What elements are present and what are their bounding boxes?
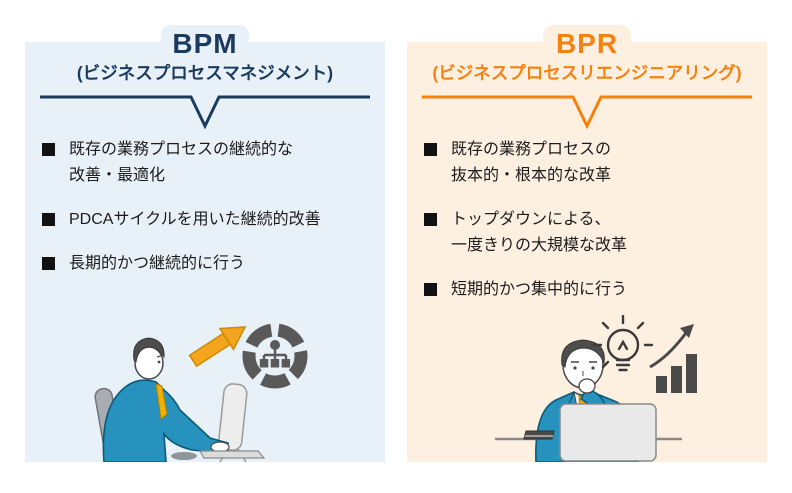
bullet-line: トップダウンによる、 [451, 211, 611, 228]
bpm-bullet-list: 既存の業務プロセスの継続的な 改善・最適化 PDCAサイクルを用いた継続的改善 … [25, 137, 385, 277]
laptop [559, 403, 657, 462]
process-diagram-icon [242, 323, 308, 389]
bpr-bullet-list: 既存の業務プロセスの 抜本的・根本的な改革 トップダウンによる、 一度きりの大規… [407, 137, 767, 303]
bullet-line: 改善・最適化 [69, 167, 166, 184]
growth-chart-icon [649, 324, 697, 393]
bpm-illustration [94, 323, 308, 462]
eyebrow [156, 354, 163, 358]
bullet-line: 抜本的・根本的な改革 [451, 167, 612, 184]
lightbulb-icon [592, 315, 654, 372]
bullet-line: 既存の業務プロセスの [451, 141, 612, 158]
bpr-title: BPR [555, 28, 619, 59]
bpr-pointer-underline [422, 95, 752, 129]
eye [573, 366, 577, 370]
bullet-item: 長期的かつ継続的に行う [42, 251, 379, 277]
hair [561, 339, 605, 368]
businessman-typing [102, 337, 230, 462]
eye [591, 366, 595, 370]
bullet-line: 短期的かつ集中的に行う [451, 281, 628, 298]
bpm-title: BPM [172, 28, 238, 59]
orange-arrow-icon [188, 326, 247, 368]
bpr-panel: BPR (ビジネスプロセスリエンジニアリング) 既存の業務プロセスの 抜本的・根… [407, 25, 767, 462]
keyboard [198, 450, 266, 459]
bpr-illustration [495, 315, 697, 462]
square-bullet-icon [424, 143, 437, 156]
eye [157, 360, 161, 364]
notebook [523, 430, 555, 440]
square-bullet-icon [424, 283, 437, 296]
bullet-item: 短期的かつ集中的に行う [424, 277, 761, 303]
bullet-line: 一度きりの大規模な改革 [451, 237, 628, 254]
bullet-item: トップダウンによる、 一度きりの大規模な改革 [424, 207, 761, 259]
fist-on-chin [578, 378, 596, 394]
wrist-rest [171, 452, 197, 460]
bullet-item: PDCAサイクルを用いた継続的改善 [42, 207, 379, 233]
hair [133, 337, 165, 364]
bpr-title-tab [543, 25, 631, 61]
bullet-item: 既存の業務プロセスの 抜本的・根本的な改革 [424, 137, 761, 189]
bpm-pointer-underline [40, 95, 370, 129]
tie [155, 383, 168, 420]
bullet-item: 既存の業務プロセスの継続的な 改善・最適化 [42, 137, 379, 189]
square-bullet-icon [42, 257, 55, 270]
square-bullet-icon [424, 213, 437, 226]
bpm-title-tab [161, 25, 249, 61]
bullet-line: 長期的かつ継続的に行う [69, 255, 246, 272]
bullet-line: 既存の業務プロセスの継続的な [69, 141, 294, 158]
bpm-subtitle: (ビジネスプロセスマネジメント) [76, 63, 334, 83]
square-bullet-icon [42, 143, 55, 156]
bpm-panel: BPM (ビジネスプロセスマネジメント) 既存の業務プロセスの継続的な 改善・最… [25, 25, 385, 462]
bpr-subtitle: (ビジネスプロセスリエンジニアリング) [432, 63, 742, 83]
square-bullet-icon [42, 213, 55, 226]
bullet-line: PDCAサイクルを用いた継続的改善 [69, 211, 321, 228]
